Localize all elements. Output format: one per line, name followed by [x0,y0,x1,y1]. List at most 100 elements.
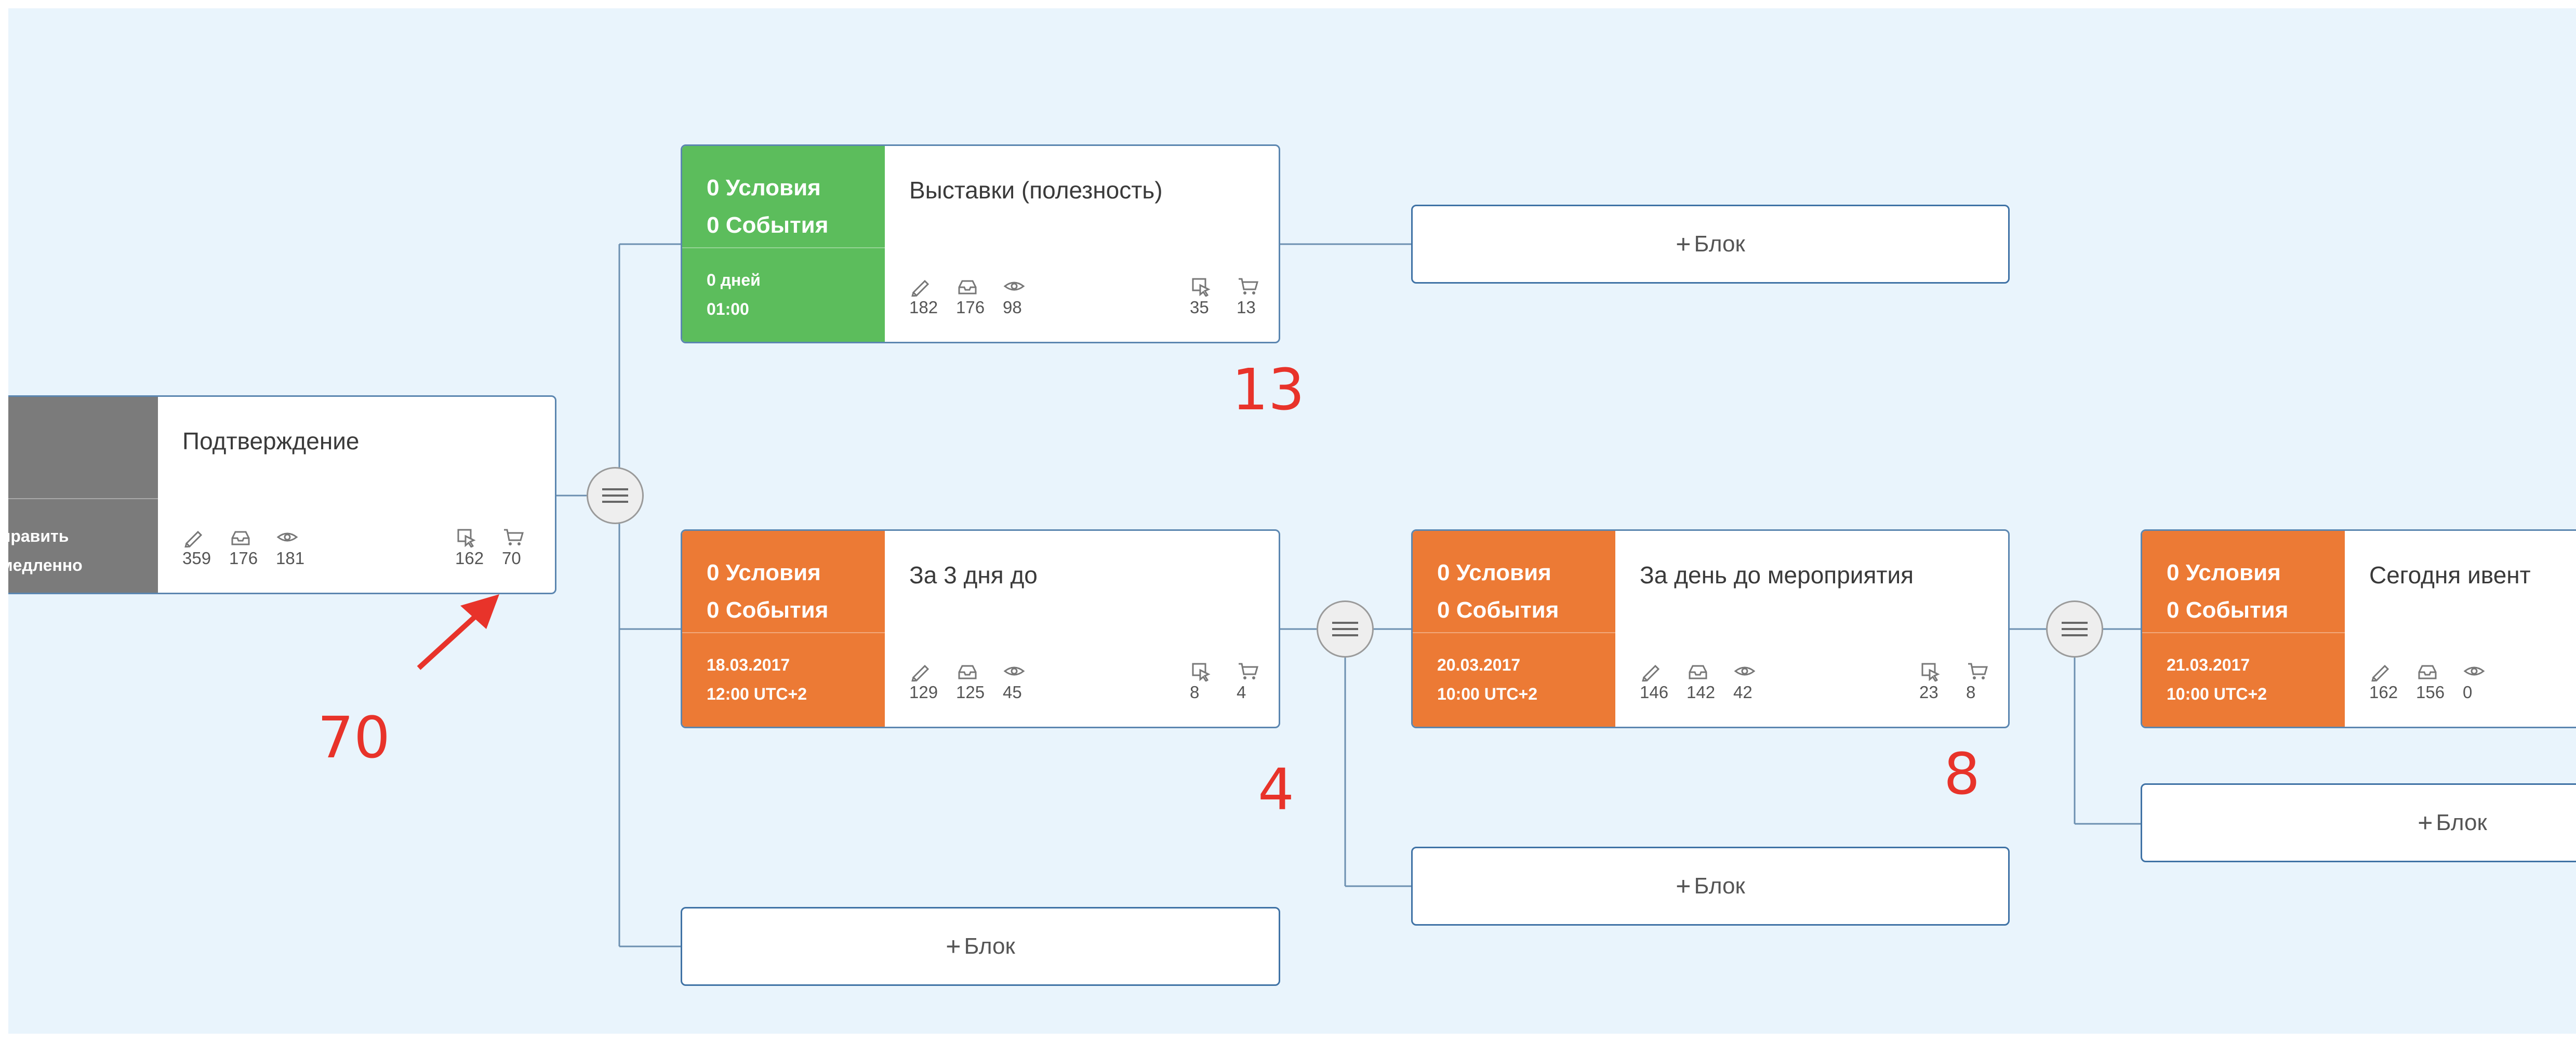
card-today[interactable]: 0 Условия 0 События 21.03.2017 10:00 UTC… [2141,529,2576,728]
eye-icon [276,532,298,542]
connector-lines [556,243,2141,947]
annotation-number: 13 [1232,356,1305,423]
eye-icon [1003,282,1025,291]
plus-icon: + [1676,872,1691,901]
add-block-button[interactable]: +Блок [2141,783,2576,862]
card-today-side: 0 Условия 0 События 21.03.2017 10:00 UTC… [2142,531,2345,727]
stat-opened: 45 [1003,661,1050,702]
card-three-days-side: 0 Условия 0 События 18.03.2017 12:00 UTC… [682,531,885,727]
card-confirm-side: править медленно [8,397,158,593]
stat-clicks: 8 [1190,661,1237,702]
inbox-icon [958,280,977,295]
inbox-icon [2418,665,2437,679]
splitter-button[interactable] [587,467,644,524]
eye-icon [2463,666,2485,676]
splitter-button[interactable] [1317,600,1374,658]
pencil-icon [184,530,203,547]
card-day-before[interactable]: 0 Условия 0 События 20.03.2017 10:00 UTC… [1411,529,2010,728]
pencil-icon [2371,664,2389,682]
send-time: 01:00 [707,300,749,318]
menu-lines-icon [1332,622,1358,636]
stat-delivered: 176 [956,276,1003,317]
card-title: За день до мероприятия [1640,562,1914,589]
cart-icon [1239,278,1258,295]
add-block-label: Блок [1694,231,1745,257]
click-icon [457,529,476,547]
stat-clicks: 23 [1919,661,1966,702]
add-block-button[interactable]: +Блок [1411,847,2010,926]
events-count: 0 События [1437,597,1559,623]
add-block-label: Блок [1694,873,1745,899]
card-exhibitions-side: 0 Условия 0 События 0 дней 01:00 [682,146,885,342]
card-exhibitions-main: Выставки (полезность) 182 176 98 35 13 [885,146,1279,342]
stat-sent: 129 [909,661,956,702]
card-title: Сегодня ивент [2369,562,2531,589]
stat-sent: 146 [1640,661,1687,702]
annotation-arrow [417,594,499,670]
cart-icon [1968,663,1988,679]
conditions-count: 0 Условия [2167,560,2281,585]
send-date: 20.03.2017 [1437,656,1521,674]
stat-purchases: 4 [1237,661,1279,702]
conditions-count: 0 Условия [707,175,821,201]
stat-delivered: 125 [956,661,1003,702]
events-count: 0 События [707,597,829,623]
stat-delivered: 142 [1687,661,1733,702]
send-date: 21.03.2017 [2167,656,2250,674]
card-three-days-main: За 3 дня до 129 125 45 8 4 [885,531,1279,727]
card-exhibitions[interactable]: 0 Условия 0 События 0 дней 01:00 Выставк… [681,144,1280,343]
stat-clicks: 35 [1190,276,1237,317]
send-time: 12:00 UTC+2 [707,685,807,703]
splitter-button[interactable] [2046,600,2103,658]
click-icon [1192,663,1211,682]
conditions-count: 0 Условия [707,560,821,585]
add-block-button[interactable]: +Блок [1411,205,2010,284]
menu-lines-icon [602,488,628,503]
stat-delivered: 176 [229,527,276,568]
click-icon [1192,278,1211,297]
plus-icon: + [2418,808,2433,837]
card-confirm-main: Подтверждение 359 176 181 162 70 [158,397,555,593]
pencil-icon [911,664,930,682]
click-icon [1921,663,1940,682]
conditions-count: 0 Условия [1437,560,1551,585]
stat-sent: 162 [2369,661,2416,702]
annotation-number: 8 [1944,741,1980,807]
stat-opened: 42 [1733,661,1780,702]
stat-opened: 98 [1003,276,1050,317]
cart-icon [504,529,524,545]
stat-clicks: 162 [455,527,502,568]
stat-opened: 181 [276,527,323,568]
plus-icon: + [946,932,961,961]
events-count: 0 События [707,212,829,238]
annotation-number: 4 [1258,756,1294,823]
card-confirm-send-mode: медленно [8,556,83,575]
stat-purchases: 70 [502,527,549,568]
stat-sent: 182 [909,276,956,317]
card-confirm[interactable]: править медленно Подтверждение 359 176 1… [8,395,556,594]
add-block-button[interactable]: +Блок [681,907,1280,986]
eye-icon [1003,666,1025,676]
plus-icon: + [1676,230,1691,259]
delay-days: 0 дней [707,271,761,289]
card-three-days[interactable]: 0 Условия 0 События 18.03.2017 12:00 UTC… [681,529,1280,728]
cart-icon [1239,663,1258,679]
stat-sent: 359 [182,527,229,568]
card-day-before-main: За день до мероприятия 146 142 42 23 8 [1615,531,2008,727]
eye-icon [1734,666,1756,676]
inbox-icon [231,531,250,545]
card-today-main: Сегодня ивент 162 156 0 [2345,531,2576,727]
send-date: 18.03.2017 [707,656,790,674]
card-title: Подтверждение [182,428,360,455]
stat-delivered: 156 [2416,661,2463,702]
add-block-label: Блок [2436,810,2487,835]
add-block-label: Блок [964,933,1015,959]
card-day-before-side: 0 Условия 0 События 20.03.2017 10:00 UTC… [1413,531,1615,727]
inbox-icon [1689,665,1707,679]
events-count: 0 События [2167,597,2289,623]
card-confirm-send-label: править [8,527,69,545]
card-title: За 3 дня до [909,562,1038,589]
card-title: Выставки (полезность) [909,177,1163,204]
annotation-number: 70 [317,704,390,771]
inbox-icon [958,665,977,679]
